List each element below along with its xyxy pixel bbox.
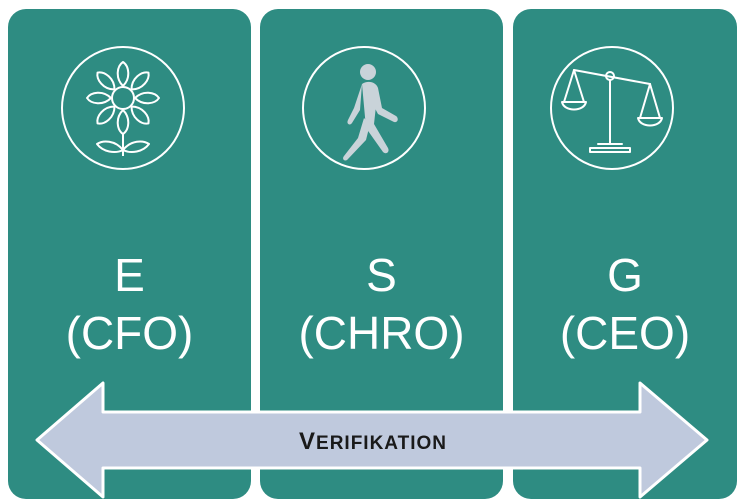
letter-g: G: [607, 249, 643, 301]
panel-social: S (CHRO): [260, 9, 503, 499]
letter-e: E: [114, 249, 145, 301]
verification-label-rest: ERIFIKATION: [316, 433, 447, 454]
verification-label-first: V: [299, 428, 317, 455]
panel-environment: E (CFO): [8, 9, 251, 499]
role-cfo: (CFO): [65, 307, 194, 359]
icon-circle-environment: [61, 46, 185, 170]
icon-circle-governance: [550, 46, 674, 170]
panel-governance: G (CEO): [513, 9, 737, 499]
balance-scale-icon: [561, 69, 663, 153]
letter-s: S: [366, 249, 397, 301]
role-chro: (CHRO): [298, 307, 465, 359]
role-ceo: (CEO): [559, 307, 691, 359]
flower-icon: [86, 61, 160, 156]
icon-circle-social: [302, 46, 426, 170]
walking-person-icon: [343, 64, 398, 161]
verification-label: VERIFIKATION: [238, 428, 508, 456]
